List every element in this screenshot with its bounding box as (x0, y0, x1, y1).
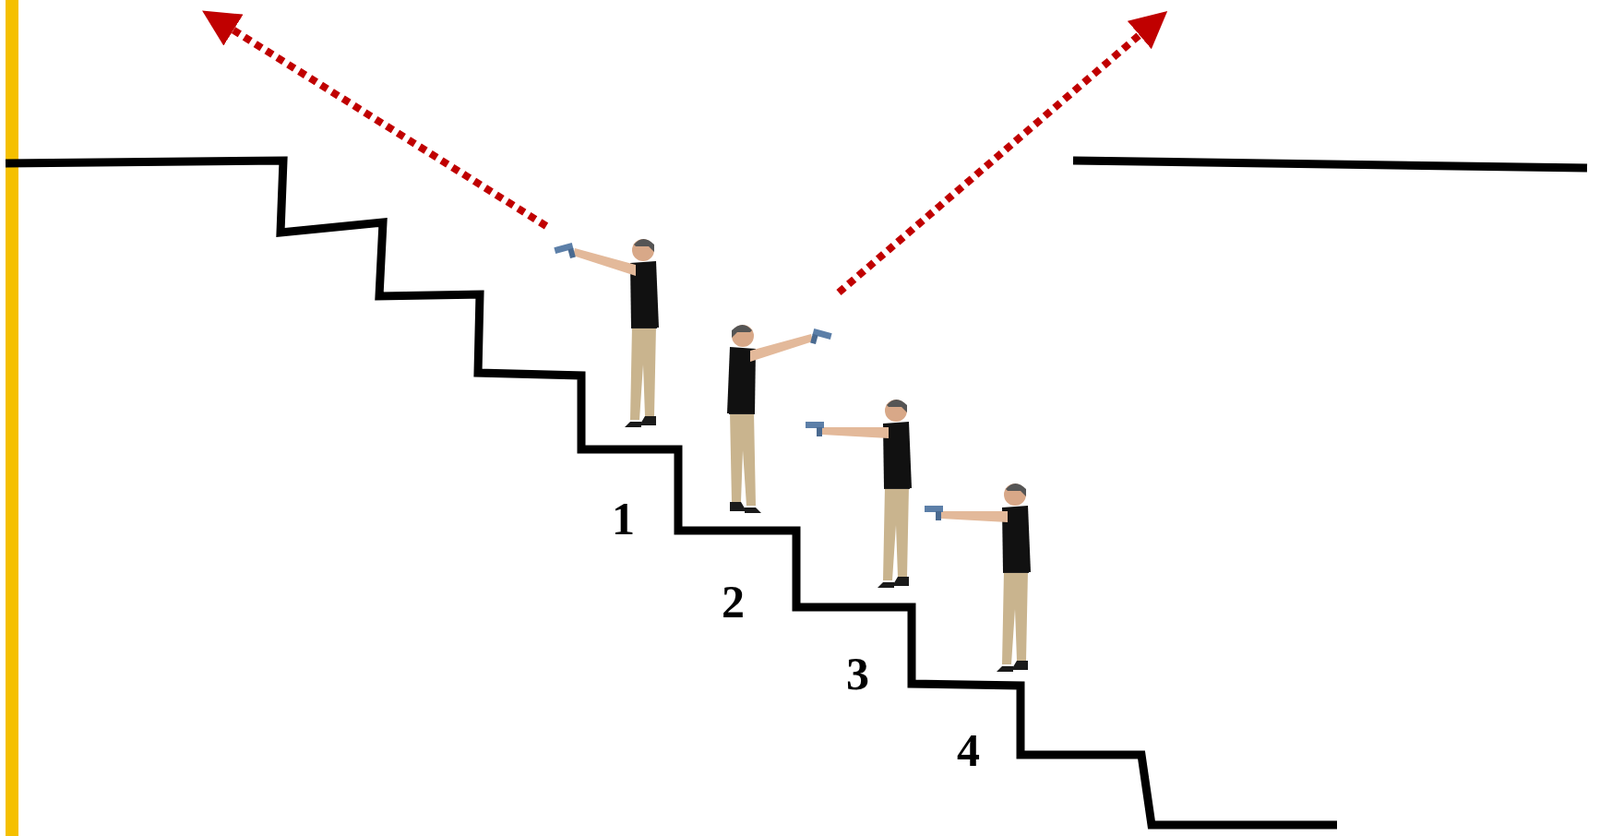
upper-floor (1073, 160, 1588, 168)
line-of-fire (217, 20, 547, 227)
staircase (5, 160, 1338, 825)
step-number: 4 (956, 727, 980, 774)
line-of-fire (838, 23, 1154, 293)
edge-bar (5, 0, 19, 836)
shooter-figure (924, 483, 1031, 672)
step-number: 3 (846, 650, 870, 697)
shooter-figure (805, 399, 912, 588)
step-number: 1 (611, 495, 635, 542)
shooter-figure (553, 238, 659, 428)
shooter-figure (727, 324, 833, 514)
step-number: 2 (721, 578, 745, 625)
